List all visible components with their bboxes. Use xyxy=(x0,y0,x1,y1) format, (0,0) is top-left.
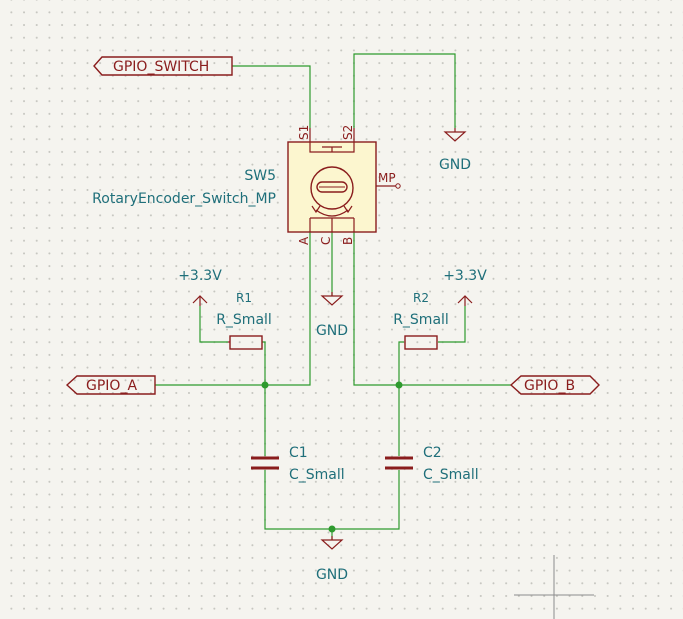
encoder-value: RotaryEncoder_Switch_MP xyxy=(92,191,276,207)
global-label-text: GPIO_B xyxy=(524,378,575,394)
capacitor-ref: C2 xyxy=(423,445,442,461)
capacitor-value: C_Small xyxy=(423,467,479,483)
resistor-value: R_Small xyxy=(393,312,449,328)
gnd-label: GND xyxy=(316,567,348,583)
resistor-r1[interactable] xyxy=(228,335,263,350)
capacitor-c2[interactable] xyxy=(385,456,413,470)
resistor-ref: R2 xyxy=(413,291,429,305)
capacitor-c1[interactable] xyxy=(251,456,279,470)
global-label-gpio-a[interactable]: GPIO_A xyxy=(65,375,156,395)
resistor-r2[interactable] xyxy=(404,335,438,350)
pin-label-s2: S2 xyxy=(341,125,355,140)
vcc-symbol-r2[interactable] xyxy=(457,295,473,306)
wire-a xyxy=(155,232,311,386)
wire-r1 xyxy=(199,306,228,343)
wire-r1-node xyxy=(262,341,266,385)
gnd-label: GND xyxy=(439,157,471,173)
pin-label-b: B xyxy=(341,237,355,245)
wire-b xyxy=(353,232,511,386)
resistor-ref: R1 xyxy=(236,291,252,305)
vcc-symbol-r1[interactable] xyxy=(192,295,208,306)
gnd-symbol-s2[interactable] xyxy=(443,128,467,142)
global-label-text: GPIO_A xyxy=(86,378,137,394)
resistor-value: R_Small xyxy=(216,312,272,328)
encoder-ref: SW5 xyxy=(244,168,276,184)
wire-r2 xyxy=(438,306,466,343)
wire-s2-gnd xyxy=(353,53,456,128)
pin-label-a: A xyxy=(297,236,311,245)
gnd-symbol-c[interactable] xyxy=(320,292,344,306)
gnd-label: GND xyxy=(316,323,348,339)
wire-r2-node xyxy=(398,341,404,385)
junction-gnd xyxy=(328,525,336,533)
vcc-label: +3.3V xyxy=(178,268,222,284)
pin-label-c: C xyxy=(319,237,333,245)
crosshair-cursor xyxy=(514,555,594,619)
gnd-symbol-caps[interactable] xyxy=(320,536,344,550)
global-label-gpio-b[interactable]: GPIO_B xyxy=(509,375,600,395)
junction-a xyxy=(261,381,269,389)
capacitor-value: C_Small xyxy=(289,467,345,483)
global-label-gpio-switch[interactable]: GPIO_SWITCH xyxy=(93,56,233,76)
vcc-label: +3.3V xyxy=(443,268,487,284)
global-label-text: GPIO_SWITCH xyxy=(113,59,209,75)
capacitor-ref: C1 xyxy=(289,445,308,461)
pin-label-s1: S1 xyxy=(297,125,311,140)
wire-gpio-switch xyxy=(232,65,311,128)
wires xyxy=(155,53,511,540)
rotary-encoder-sw5[interactable]: S1 S2 MP A C B xyxy=(287,125,401,245)
junction-b xyxy=(395,381,403,389)
pin-label-mp: MP xyxy=(378,171,396,185)
